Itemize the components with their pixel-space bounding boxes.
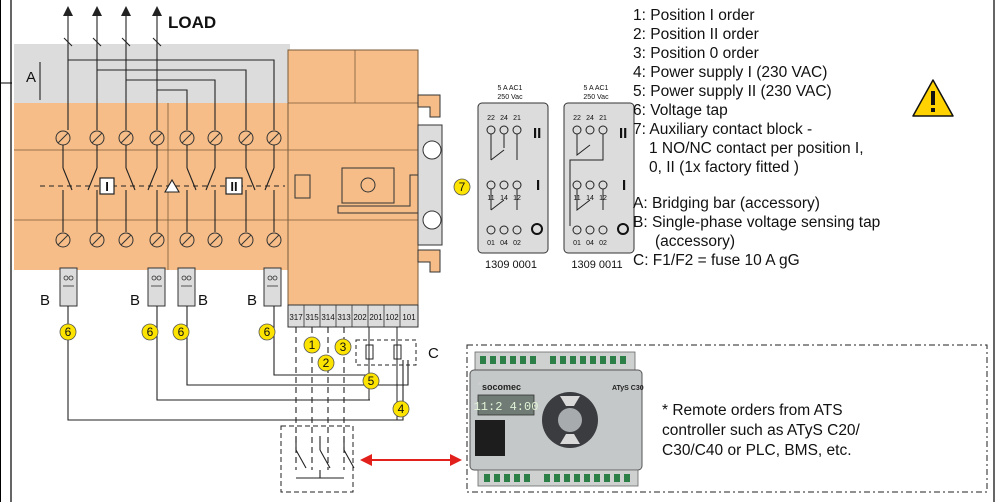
svg-text:24: 24 xyxy=(500,115,508,122)
number-markers: 6 6 6 6 1 2 3 5 4 7 xyxy=(59,178,471,418)
marker-4: 4 xyxy=(398,402,405,416)
terminal-202: 202 xyxy=(353,313,367,322)
remote-note-line2: controller such as ATyS C20/ xyxy=(662,422,860,439)
switch-top-grey xyxy=(14,44,290,103)
relay-left-part-number: 1309 0001 xyxy=(485,259,537,271)
label-b-4: B xyxy=(247,292,257,309)
marker-3: 3 xyxy=(340,340,347,354)
load-label: LOAD xyxy=(168,13,216,32)
position-zero-triangle xyxy=(164,178,180,193)
marker-5: 5 xyxy=(368,374,375,388)
remote-note-line3: C30/C40 or PLC, BMS, etc. xyxy=(662,442,852,459)
aux-contact-left: 5 A AC1 250 Vac 22 24 21 11 14 12 01 04 … xyxy=(477,85,549,271)
svg-text:21: 21 xyxy=(599,115,607,122)
svg-text:21: 21 xyxy=(513,115,521,122)
svg-text:5 A AC1: 5 A AC1 xyxy=(584,85,609,92)
controller-brand: socomec xyxy=(482,382,521,392)
legend-item-2: 2: Position II order xyxy=(633,26,759,43)
changeover-switch xyxy=(14,44,443,306)
aux-contact-right: 5 A AC1 250 Vac 22 24 21 11 14 12 01 04 … xyxy=(563,85,635,271)
terminal-315: 315 xyxy=(305,313,319,322)
label-b-1: B xyxy=(40,292,50,309)
svg-text:02: 02 xyxy=(513,240,521,247)
legend-item-b-line2: (accessory) xyxy=(655,233,736,250)
position-indicators: I II xyxy=(99,177,243,195)
label-b-2: B xyxy=(130,292,140,309)
controller-model: ATyS C30 xyxy=(612,385,644,392)
legend-item-a: A: Bridging bar (accessory) xyxy=(633,195,820,212)
legend-item-6: 6: Voltage tap xyxy=(633,102,728,119)
pos-i-label: I xyxy=(105,179,109,194)
svg-text:14: 14 xyxy=(500,195,508,202)
svg-text:I: I xyxy=(536,177,540,194)
load-wires xyxy=(39,14,275,130)
terminal-313: 313 xyxy=(337,313,351,322)
remote-link-arrow xyxy=(360,454,462,466)
terminal-314: 314 xyxy=(321,313,335,322)
svg-text:22: 22 xyxy=(487,115,495,122)
legend-item-c: C: F1/F2 = fuse 10 A gG xyxy=(633,252,800,269)
legend-item-7-line2: 1 NO/NC contact per position I, xyxy=(649,140,864,157)
remote-note-line1: * Remote orders from ATS xyxy=(662,402,843,419)
warning-triangle-icon xyxy=(912,79,954,117)
svg-text:24: 24 xyxy=(586,115,594,122)
marker-2: 2 xyxy=(323,356,330,370)
terminal-317: 317 xyxy=(289,313,303,322)
legend-item-3: 3: Position 0 order xyxy=(633,45,759,62)
controller-port xyxy=(475,420,505,456)
legend: 1: Position I order 2: Position II order… xyxy=(633,6,988,270)
ats-controller: 11:2 4:00 socomec ATyS C30 xyxy=(469,351,644,487)
tap-wires xyxy=(67,306,409,421)
svg-text:250 Vac: 250 Vac xyxy=(583,94,609,101)
load-arrow-icon xyxy=(63,6,162,16)
pos-ii-label: II xyxy=(230,179,237,194)
relay-right-part-number: 1309 0011 xyxy=(571,259,622,271)
marker-6d: 6 xyxy=(264,325,271,339)
svg-text:II: II xyxy=(533,125,541,142)
svg-text:II: II xyxy=(619,125,627,142)
svg-text:02: 02 xyxy=(599,240,607,247)
svg-text:5 A AC1: 5 A AC1 xyxy=(498,85,523,92)
svg-text:14: 14 xyxy=(586,195,594,202)
svg-text:250 Vac: 250 Vac xyxy=(497,94,523,101)
legend-item-b-line1: B: Single-phase voltage sensing tap xyxy=(633,214,881,231)
marker-7: 7 xyxy=(459,180,466,194)
label-a: A xyxy=(26,69,36,86)
legend-item-5: 5: Power supply II (230 VAC) xyxy=(633,83,832,100)
svg-text:I: I xyxy=(622,177,626,194)
svg-text:04: 04 xyxy=(500,240,508,247)
label-b-3: B xyxy=(198,292,208,309)
controller-display xyxy=(477,394,535,416)
window-display xyxy=(341,167,395,204)
marker-6a: 6 xyxy=(65,325,72,339)
controller-box xyxy=(466,344,988,493)
legend-item-4: 4: Power supply I (230 VAC) xyxy=(633,64,828,81)
legend-item-7-line3: 0, II (1x factory fitted ) xyxy=(649,159,799,176)
remote-contacts xyxy=(280,425,355,493)
marker-6c: 6 xyxy=(178,325,185,339)
label-c: C xyxy=(428,345,439,362)
bottom-terminals xyxy=(55,232,282,248)
terminal-strip: 317 315 314 313 202 201 102 101 xyxy=(287,304,419,328)
terminal-201: 201 xyxy=(369,313,383,322)
terminal-102: 102 xyxy=(385,313,399,322)
marker-1: 1 xyxy=(309,338,316,352)
svg-text:01: 01 xyxy=(487,240,495,247)
svg-text:22: 22 xyxy=(573,115,581,122)
marker-6b: 6 xyxy=(147,325,154,339)
terminal-101: 101 xyxy=(402,313,416,322)
svg-text:11:2 4:00: 11:2 4:00 xyxy=(474,400,539,414)
legend-item-7-line1: 7: Auxiliary contact block - xyxy=(633,121,813,138)
legend-item-1: 1: Position I order xyxy=(633,7,755,24)
switch-contacts xyxy=(40,145,285,232)
remote-orders-note: * Remote orders from ATS controller such… xyxy=(662,401,972,461)
svg-text:01: 01 xyxy=(573,240,581,247)
svg-text:04: 04 xyxy=(586,240,594,247)
